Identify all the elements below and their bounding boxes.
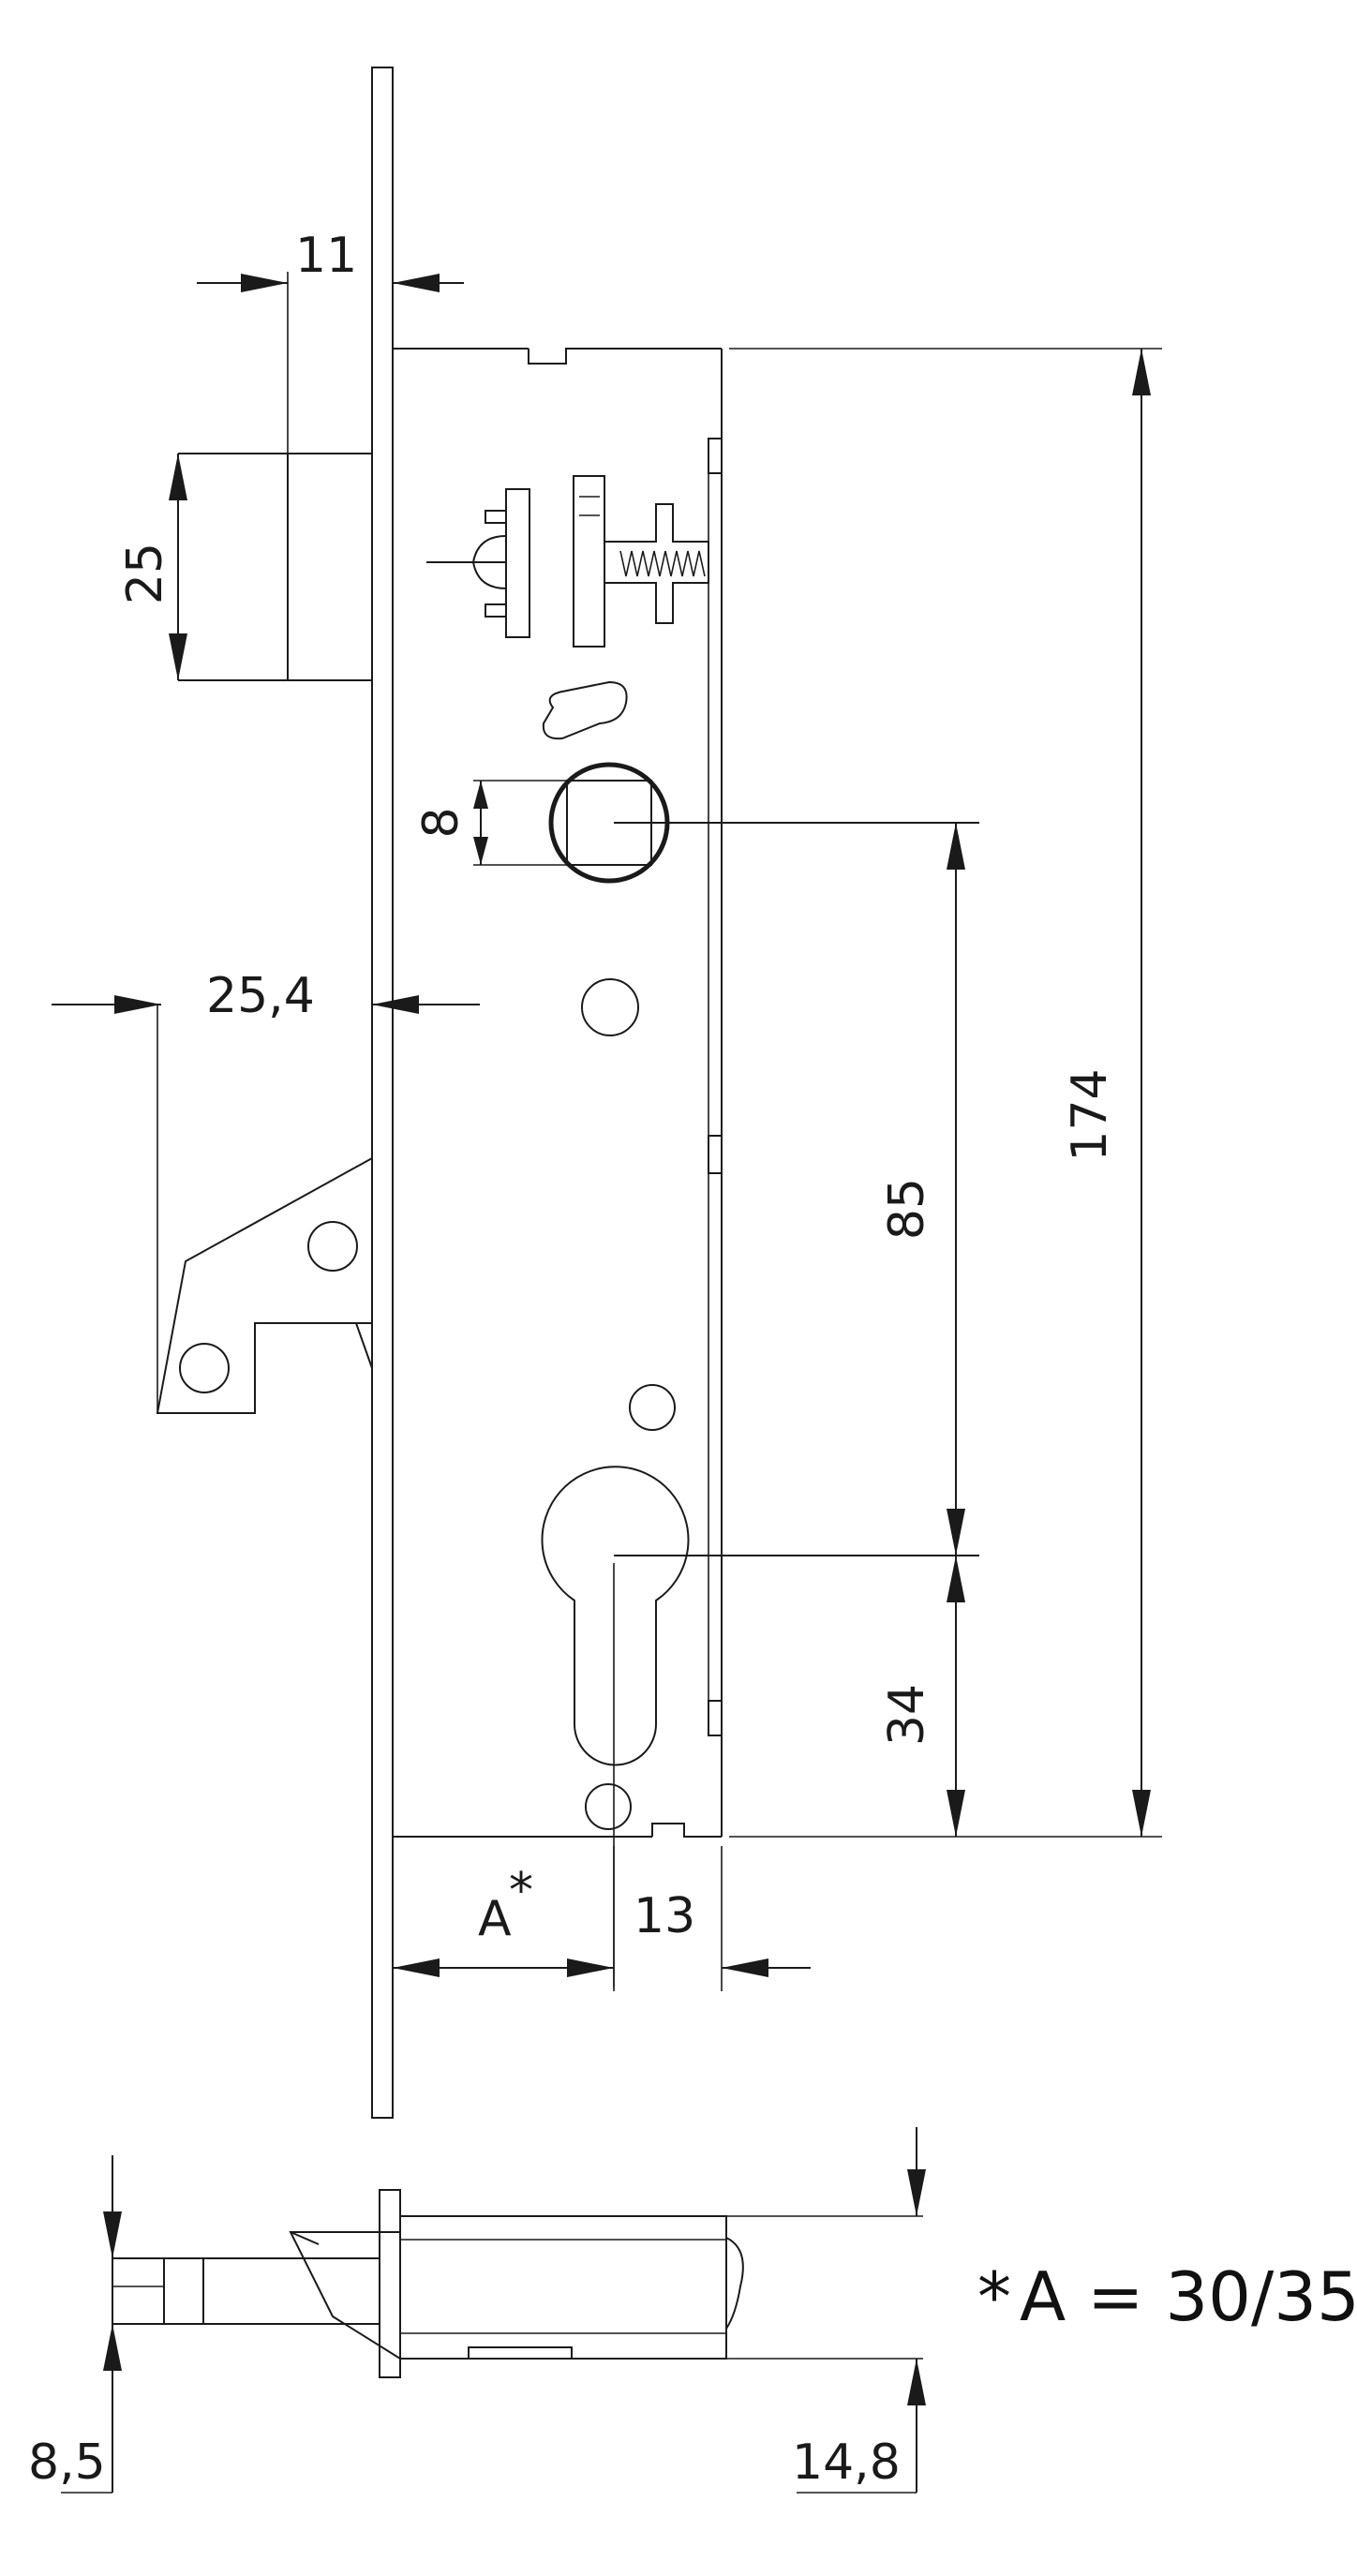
latch-mechanism xyxy=(426,475,709,648)
dim-34: 34 xyxy=(879,1684,935,1746)
dim-11: 11 xyxy=(295,228,357,284)
dimension-lines xyxy=(52,272,1162,1991)
dimension-labels: 11 25 8 25,4 174 85 34 A * 13 8,5 14,8 *… xyxy=(28,228,1357,2491)
screw-hole xyxy=(629,1384,676,1431)
screw-hole xyxy=(581,978,639,1036)
latch-bolt xyxy=(178,453,372,681)
dim-8: 8 xyxy=(413,807,470,838)
faceplate-side xyxy=(379,2189,401,2378)
dim-a-star: * xyxy=(509,1863,533,1919)
faceplate xyxy=(371,67,394,2119)
dim-8-5: 8,5 xyxy=(28,2435,106,2491)
dim-a: A xyxy=(478,1891,512,1947)
dim-25: 25 xyxy=(117,543,173,604)
note-a-value: A = 30/35 xyxy=(1020,2257,1357,2336)
dim-174: 174 xyxy=(1062,1068,1118,1161)
hook-bolt xyxy=(156,1157,373,1414)
dim-14-8: 14,8 xyxy=(792,2435,901,2491)
side-view xyxy=(61,2127,926,2494)
dim-85: 85 xyxy=(879,1178,935,1240)
front-view xyxy=(156,67,723,2119)
dim-13: 13 xyxy=(634,1888,695,1944)
note-star: * xyxy=(977,2257,1011,2336)
screw-hole xyxy=(585,1783,632,1830)
dim-25-4: 25,4 xyxy=(206,968,315,1024)
lock-case xyxy=(392,348,723,1838)
cylinder-cutout xyxy=(541,1466,690,1766)
slot-hole xyxy=(542,680,628,740)
